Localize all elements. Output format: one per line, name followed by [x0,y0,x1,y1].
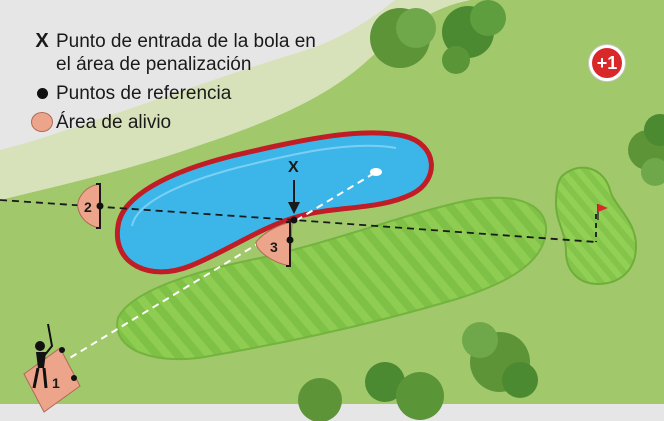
golf-ball [370,168,382,176]
legend-entry-point-label: Punto de entrada de la bola en el área d… [56,31,316,75]
trees-bottom [298,322,538,421]
legend-item-entry-point: X Punto de entrada de la bola en el área… [28,30,316,76]
entry-arrow-head [288,202,300,214]
relief-area-3-bracket [286,221,291,267]
penalty-stroke-badge: +1 [589,45,625,81]
fairway [116,196,548,361]
golfer-silhouette [32,323,54,389]
legend-area-symbol [28,111,56,132]
reference-point-2 [96,202,104,210]
legend-reference-points-label: Puntos de referencia [56,83,232,104]
legend-item-reference-points: Puntos de referencia [28,82,316,105]
reference-point-entry [290,216,298,224]
relief-area-2 [77,183,101,229]
flag [597,204,608,220]
relief-label-2: 2 [84,199,92,215]
reference-point-1 [59,347,65,353]
legend: X Punto de entrada de la bola en el área… [28,30,316,140]
reference-point-3 [286,236,294,244]
legend-relief-area-label: Área de alivio [56,112,172,133]
ball-flight-line [49,171,377,371]
trees-top [370,0,506,74]
water-hazard [114,130,434,275]
water-highlight [131,144,397,227]
entry-point-x: X [288,159,299,176]
legend-dot-symbol [28,82,56,99]
legend-item-relief-area: Área de alivio [28,111,316,134]
black-dot-icon [36,88,48,99]
reference-point-1b [71,375,77,381]
relief-area-swatch-icon [31,112,53,132]
trees-right [628,114,664,186]
light-rough-area [0,0,470,200]
relief-label-1: 1 [52,375,60,391]
legend-x-symbol: X [35,30,49,52]
relief-label-3: 3 [270,239,278,255]
relief-area-3 [255,221,293,267]
